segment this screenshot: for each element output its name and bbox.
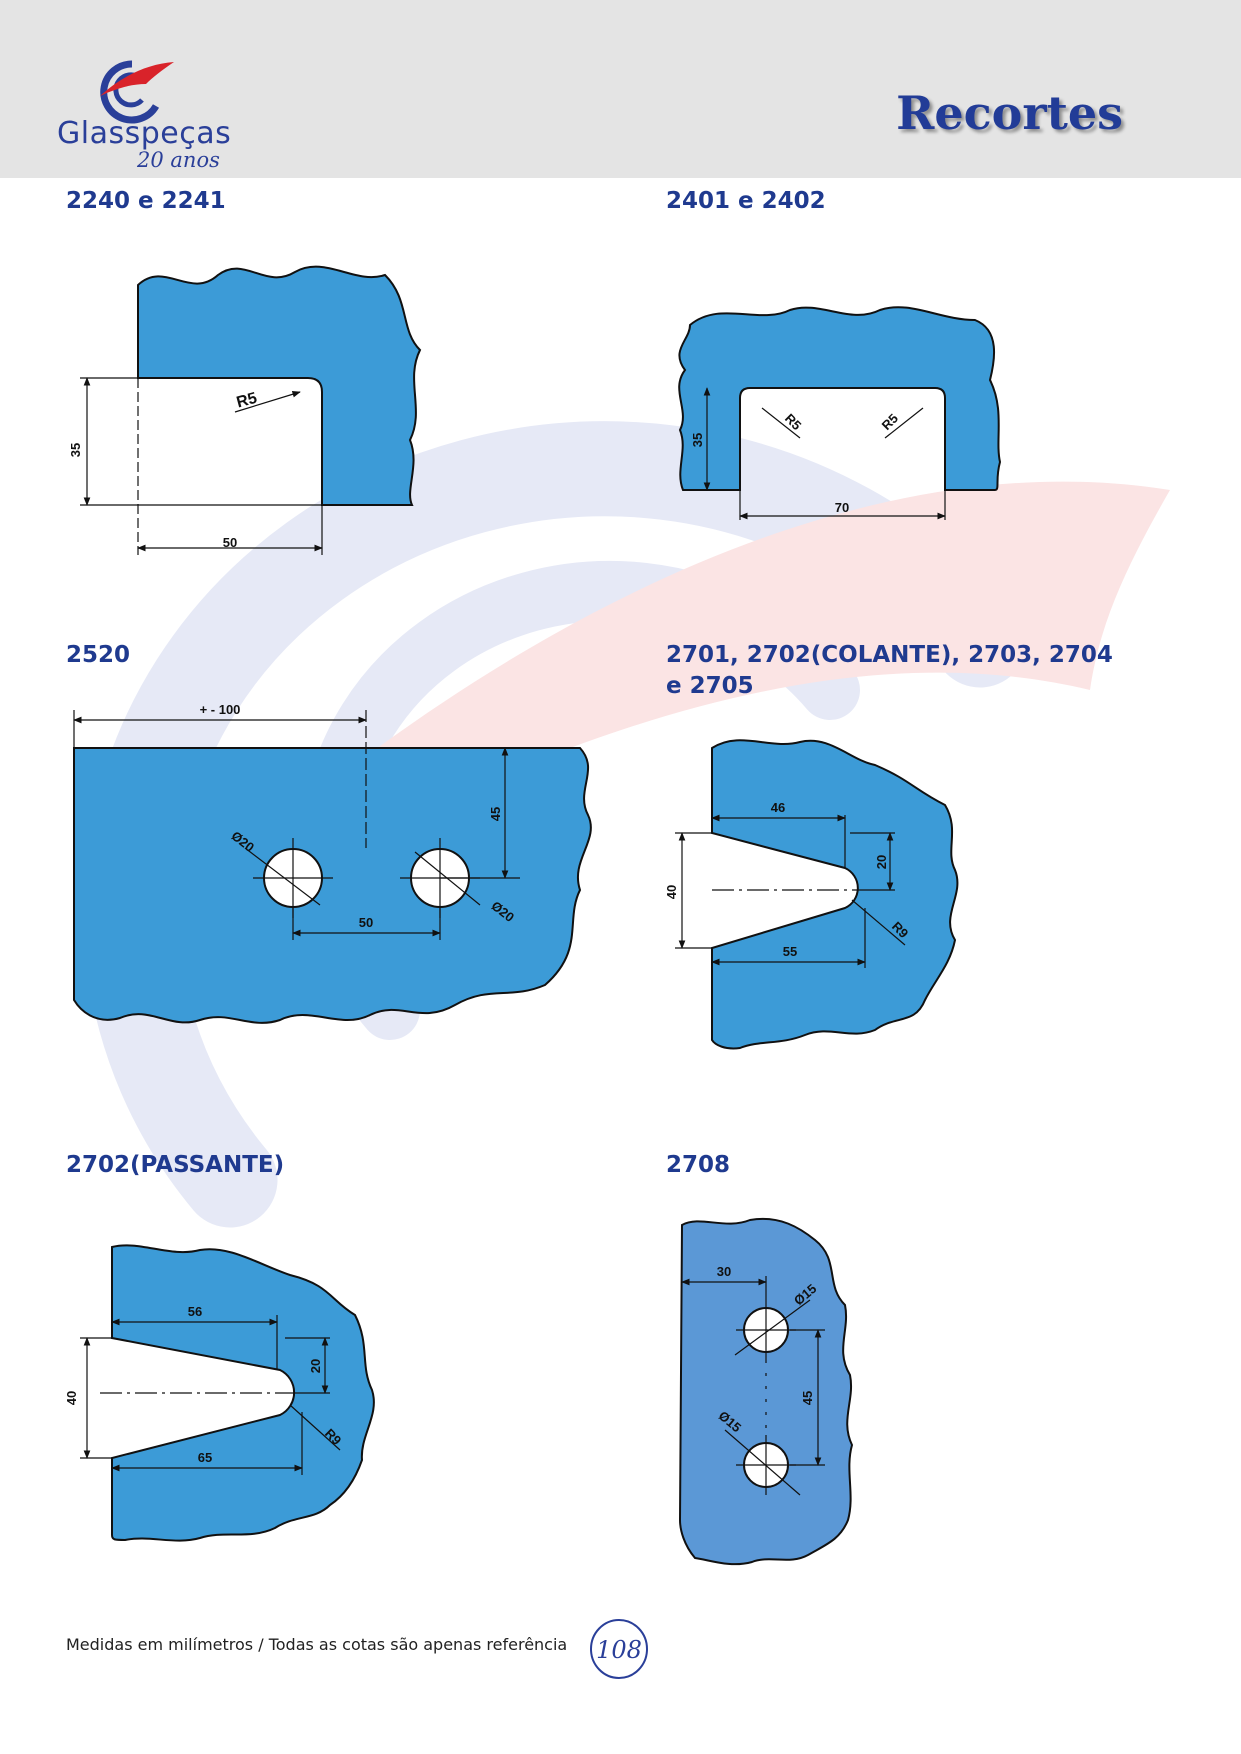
section-title-2401: 2401 e 2402 [666,188,826,214]
dim-label: 50 [223,535,237,550]
page-number: 108 [596,1636,642,1664]
dim-label: 65 [198,1450,212,1465]
dim-label: 40 [64,1391,79,1405]
section-title-2520: 2520 [66,642,131,668]
section-title-2240: 2240 e 2241 [66,188,226,214]
dim-label: 45 [488,807,503,821]
dim-label: R5 [782,411,804,433]
dim-label: 30 [717,1264,731,1279]
dim-label: 45 [800,1391,815,1405]
dim-label: R5 [879,411,901,433]
dim-label: R5 [235,390,259,412]
dim-label: 46 [771,800,785,815]
dim-label: 20 [874,855,889,869]
dim-label: 35 [690,433,705,447]
page-header: Glasspeças 20 anos Recortes [0,0,1241,178]
dim-label: 50 [359,915,373,930]
drawing-2520: + - 100 45 Ø20 Ø20 50 [73,702,592,1024]
dim-label: 20 [308,1359,323,1373]
drawing-2702-passante: 56 20 40 R9 65 [64,1244,375,1542]
dim-label: 70 [835,500,849,515]
dim-label: 55 [783,944,797,959]
dim-label: 35 [68,443,83,457]
drawing-2401: 35 R5 R5 70 [678,306,1002,520]
page-title: Recortes [896,86,1123,140]
dim-label: + - 100 [200,702,241,717]
dim-label: 56 [188,1304,202,1319]
brand-name: Glasspeças [57,116,232,151]
footer-note: Medidas em milímetros / Todas as cotas s… [66,1635,568,1654]
drawing-2240: 35 R5 50 [68,265,422,555]
glasspecas-logo-icon [100,60,174,124]
section-title-2702-passante: 2702(PASSANTE) [66,1152,285,1178]
section-title-2701: 2701, 2702(COLANTE), 2703, 2704 e 2705 [666,642,1113,699]
drawing-2708: 30 Ø15 45 Ø15 [678,1217,854,1566]
dim-label: 40 [664,885,679,899]
section-title-2708: 2708 [666,1152,731,1178]
brand-tagline: 20 anos [137,148,220,172]
drawing-2701: 46 20 40 R9 55 [664,739,959,1050]
page-number-badge: 108 [590,1619,648,1679]
